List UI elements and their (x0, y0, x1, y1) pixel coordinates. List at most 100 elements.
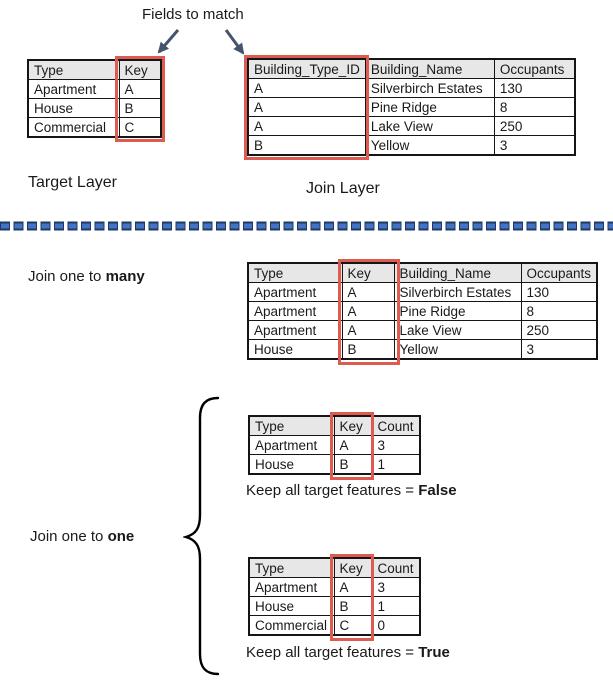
table-cell: Apartment (247, 320, 343, 340)
table-cell: 250 (520, 320, 598, 340)
label-text: Join one to (28, 268, 106, 285)
table-cell: Silverbirch Estates (364, 78, 495, 98)
table-cell: 1 (371, 454, 421, 475)
column-header: Count (371, 557, 421, 578)
table-cell: Commercial (248, 615, 335, 636)
table-cell: A (333, 435, 373, 455)
join-layer-label: Join Layer (306, 180, 380, 197)
table-cell: B (247, 135, 366, 156)
keep-false-label: Keep all target features = False (246, 482, 457, 499)
table-cell: B (333, 596, 373, 616)
column-header: Key (341, 262, 395, 283)
table-cell: 8 (520, 301, 598, 321)
label-bold-text: one (107, 528, 135, 545)
join-one-to-one-label: Join one to one (30, 528, 134, 545)
column-header: Key (333, 415, 373, 436)
table-cell: C (333, 615, 373, 636)
table-cell: Commercial (27, 117, 120, 138)
table-cell: Lake View (364, 116, 495, 136)
table-cell: Yellow (364, 135, 495, 156)
label-text: Keep all target features = (246, 482, 419, 499)
column-header: Building_Name (393, 262, 522, 283)
table-cell: Apartment (27, 79, 120, 99)
table-cell: 3 (371, 577, 421, 597)
table-cell: 250 (493, 116, 576, 136)
table-cell: A (341, 282, 395, 302)
section-divider (0, 221, 613, 231)
fields-to-match-arrows-icon (157, 29, 245, 55)
label-text: Keep all target features = (246, 644, 419, 661)
table-cell: House (247, 339, 343, 360)
table-cell: 8 (493, 97, 576, 117)
column-header: Count (371, 415, 421, 436)
table-cell: 1 (371, 596, 421, 616)
table-cell: A (333, 577, 373, 597)
label-bold-text: False (418, 482, 457, 499)
label-bold-text: True (418, 644, 450, 661)
label-bold-text: many (105, 268, 145, 285)
column-header: Key (118, 59, 162, 80)
table-cell: 3 (371, 435, 421, 455)
table-cell: Apartment (248, 577, 335, 597)
table-cell: C (118, 117, 162, 138)
table-cell: 130 (520, 282, 598, 302)
table-cell: House (27, 98, 120, 118)
table-cell: 3 (493, 135, 576, 156)
table-cell: House (248, 596, 335, 616)
table-cell: 3 (520, 339, 598, 360)
table-cell: 130 (493, 78, 576, 98)
table-cell: A (118, 79, 162, 99)
table-cell: 0 (371, 615, 421, 636)
table-cell: Lake View (393, 320, 522, 340)
table-cell: Apartment (247, 282, 343, 302)
column-header: Type (248, 557, 335, 578)
column-header: Key (333, 557, 373, 578)
column-header: Type (248, 415, 335, 436)
table-cell: B (341, 339, 395, 360)
column-header: Occupants (493, 58, 576, 79)
fields-to-match-label: Fields to match (142, 6, 244, 23)
column-header: Occupants (520, 262, 598, 283)
label-text: Join one to (30, 528, 108, 545)
table-cell: Pine Ridge (393, 301, 522, 321)
table-cell: A (341, 301, 395, 321)
table-cell: A (247, 78, 366, 98)
table-cell: House (248, 454, 335, 475)
table-cell: Pine Ridge (364, 97, 495, 117)
target-layer-label: Target Layer (28, 174, 117, 191)
column-header: Type (247, 262, 343, 283)
column-header: Building_Type_ID (247, 58, 366, 79)
keep-true-label: Keep all target features = True (246, 644, 450, 661)
table-cell: A (247, 116, 366, 136)
column-header: Building_Name (364, 58, 495, 79)
table-cell: Apartment (248, 435, 335, 455)
table-cell: A (247, 97, 366, 117)
column-header: Type (27, 59, 120, 80)
table-cell: Yellow (393, 339, 522, 360)
table-cell: B (118, 98, 162, 118)
